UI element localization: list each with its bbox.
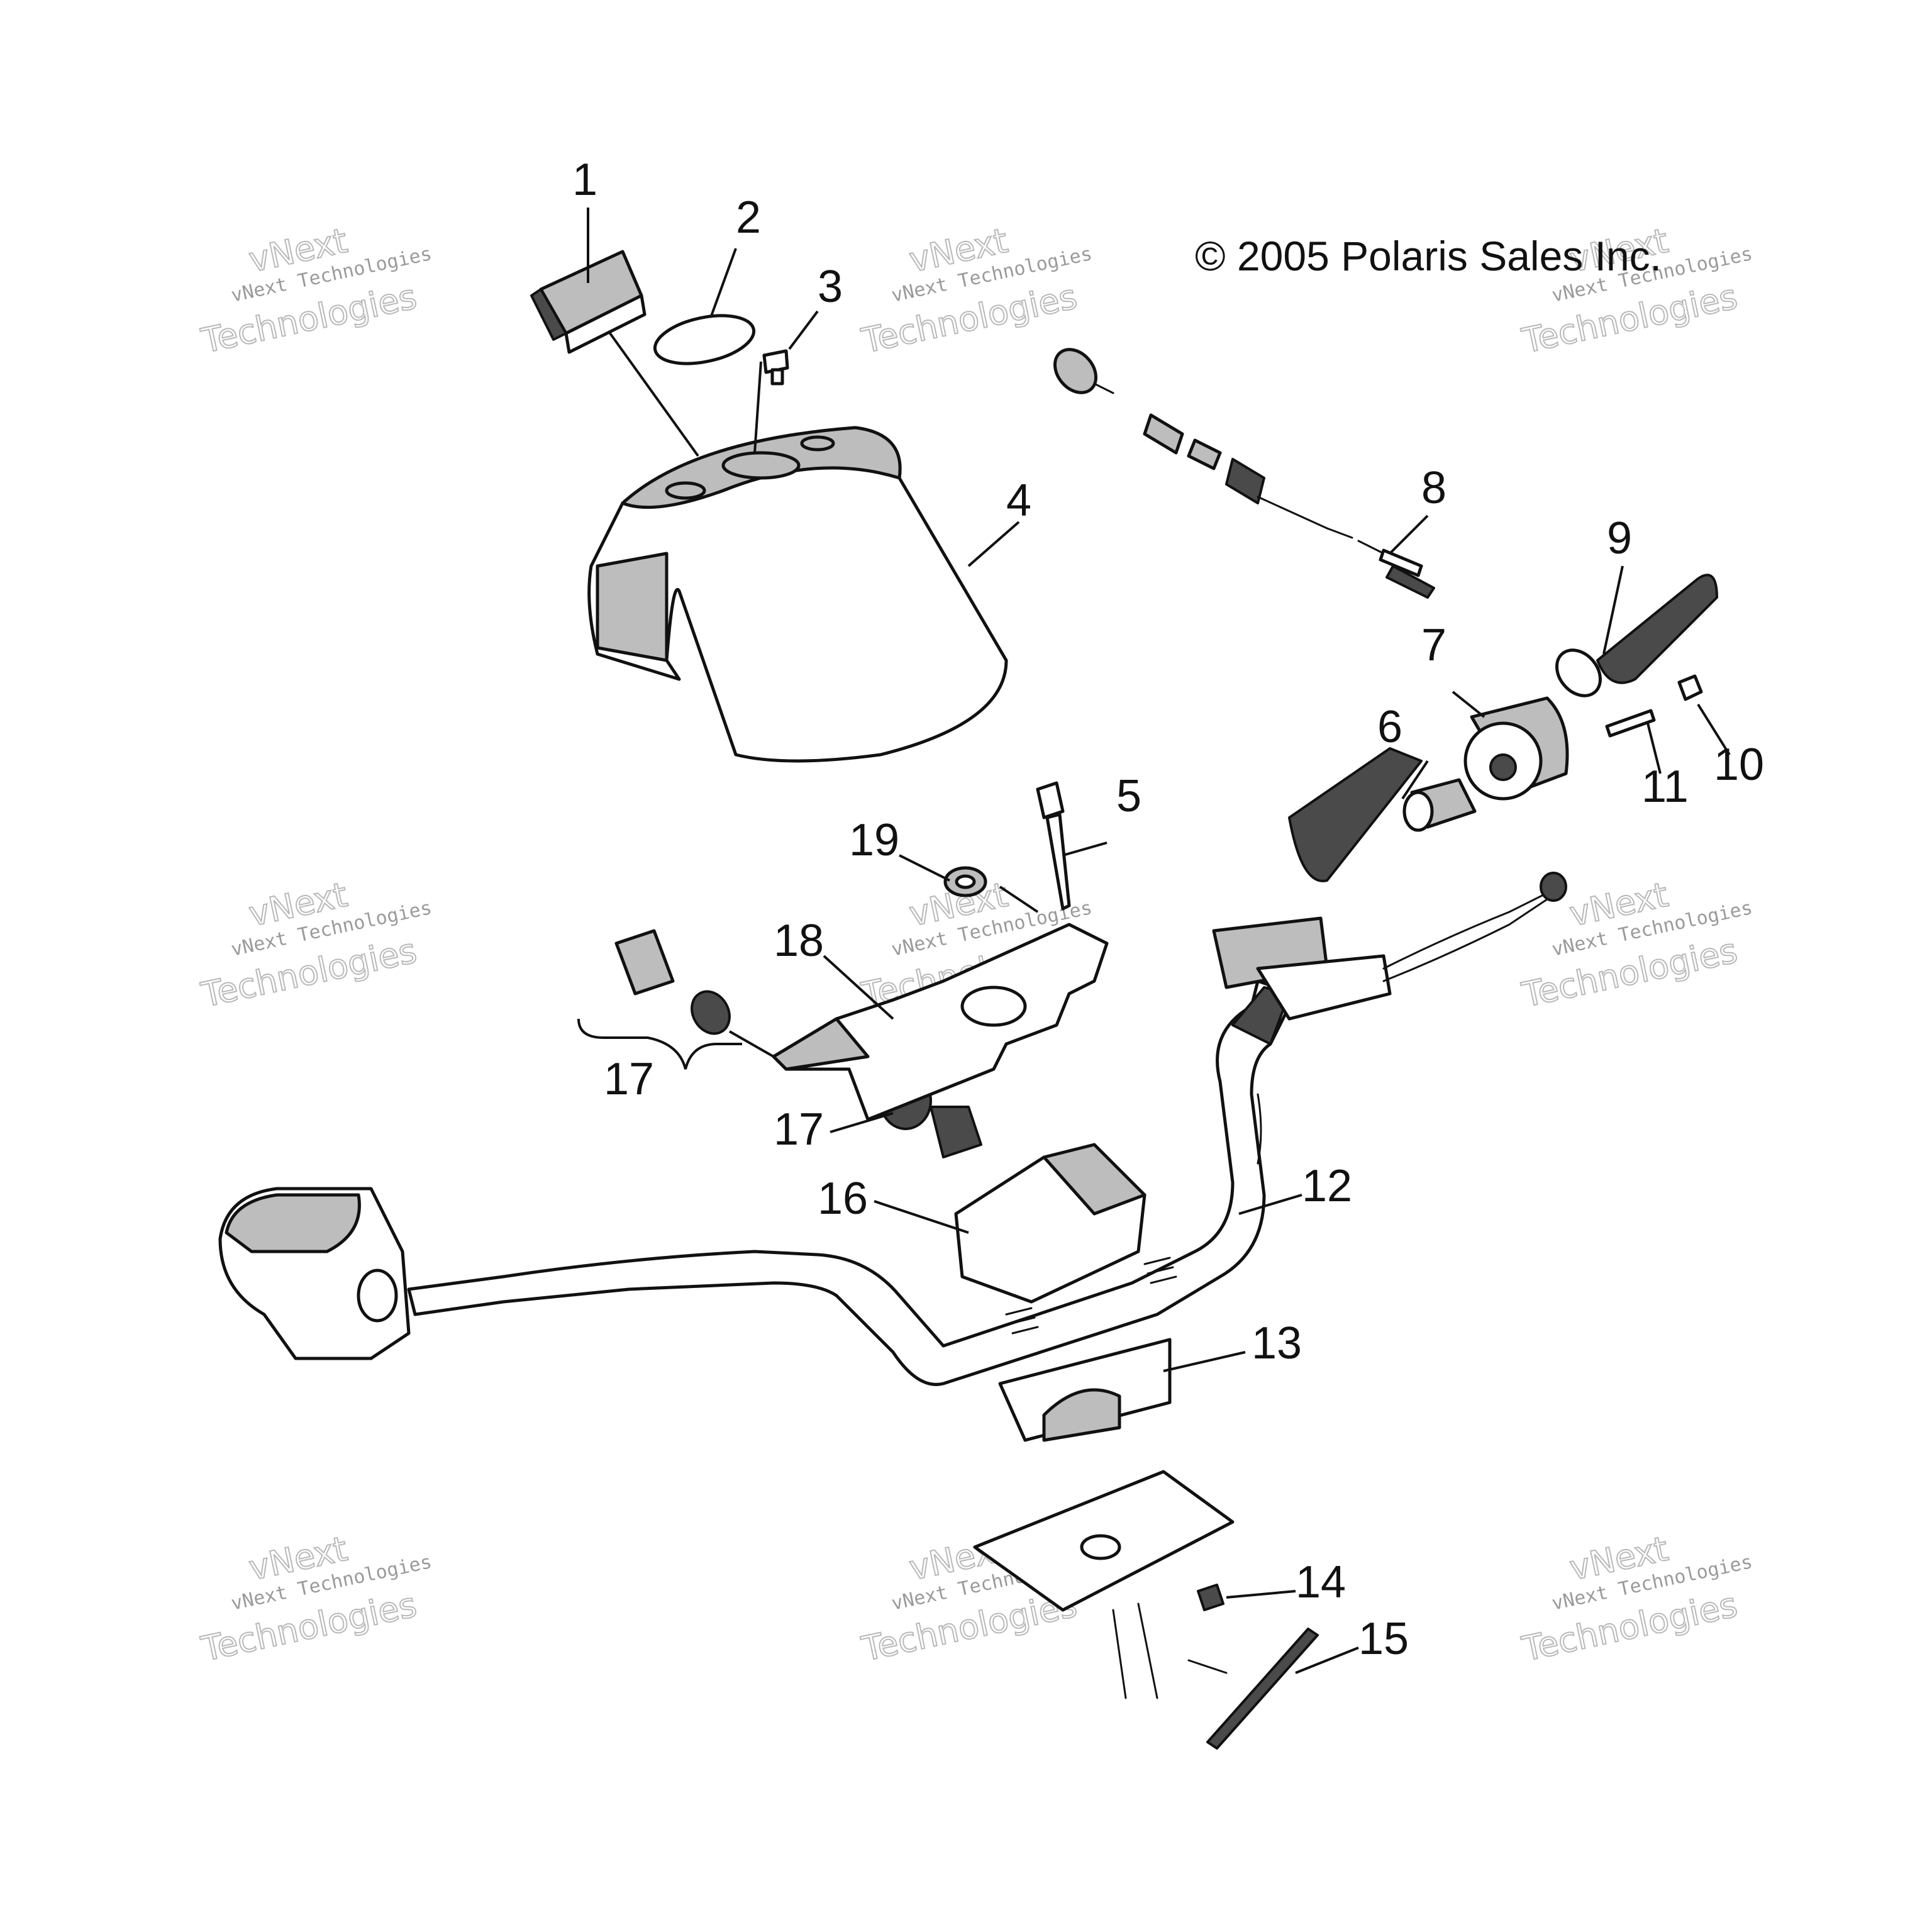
callout-1: 1 xyxy=(572,155,597,205)
callout-15: 15 xyxy=(1358,1614,1409,1664)
part-16-upper-clamp xyxy=(954,1143,1146,1304)
callout-14: 14 xyxy=(1296,1557,1346,1607)
leader-lines xyxy=(577,208,1731,1674)
callout-17: 17 xyxy=(774,1104,824,1155)
part-19-washer xyxy=(943,866,987,897)
callout-19: 19 xyxy=(849,815,899,865)
part-8-cable xyxy=(1053,348,1435,599)
part-15-cable-tie xyxy=(1187,1628,1319,1750)
watermark-bottom-left: vNext vNext Technologies Technologies xyxy=(197,1528,433,1670)
callout-9: 9 xyxy=(1607,513,1632,564)
part-6-bushing xyxy=(1402,778,1477,832)
callout-17-bracket: 17 xyxy=(604,1054,654,1104)
callout-12: 12 xyxy=(1302,1161,1352,1211)
callout-5: 5 xyxy=(1116,771,1141,821)
callout-8: 8 xyxy=(1421,463,1446,513)
callout-16: 16 xyxy=(818,1174,868,1224)
part-1-switch xyxy=(530,250,647,354)
part-7-throttle-housing xyxy=(1463,696,1569,801)
callout-2: 2 xyxy=(736,192,761,243)
part-11-screw xyxy=(1605,709,1656,738)
watermark-bottom-right: vNext vNext Technologies Technologies xyxy=(1518,1528,1754,1670)
part-3-screw xyxy=(762,349,789,386)
watermark-mid-left: vNext vNext Technologies Technologies xyxy=(197,874,433,1016)
callout-3: 3 xyxy=(818,262,843,312)
copyright-notice: © 2005 Polaris Sales Inc. xyxy=(1195,233,1662,279)
part-4-pod-cover xyxy=(587,426,1008,763)
watermark-top-right: vNext vNext Technologies Technologies xyxy=(1518,220,1754,362)
callout-10: 10 xyxy=(1714,740,1764,790)
brake-master-cylinder xyxy=(1212,747,1567,1021)
part-5-bolt xyxy=(1036,781,1071,911)
callout-18: 18 xyxy=(774,916,824,966)
callout-13: 13 xyxy=(1252,1318,1302,1368)
part-17-ignition-switch xyxy=(614,929,731,1035)
callout-11: 11 xyxy=(1641,762,1689,812)
watermark-top-center: vNext vNext Technologies Technologies xyxy=(857,220,1094,362)
part-2-gasket xyxy=(653,314,756,365)
part-18-bracket xyxy=(772,923,1109,1121)
part-14-nut-and-mount-plate xyxy=(973,1470,1235,1699)
part-10-nut xyxy=(1677,674,1703,701)
callout-4: 4 xyxy=(1006,475,1031,526)
watermark-top-left: vNext vNext Technologies Technologies xyxy=(197,220,433,362)
callout-6: 6 xyxy=(1377,702,1402,752)
callout-7: 7 xyxy=(1421,620,1446,670)
part-9-grip xyxy=(1555,574,1718,697)
part-13-lower-clamp xyxy=(998,1338,1172,1442)
left-control-housing xyxy=(218,1187,411,1360)
